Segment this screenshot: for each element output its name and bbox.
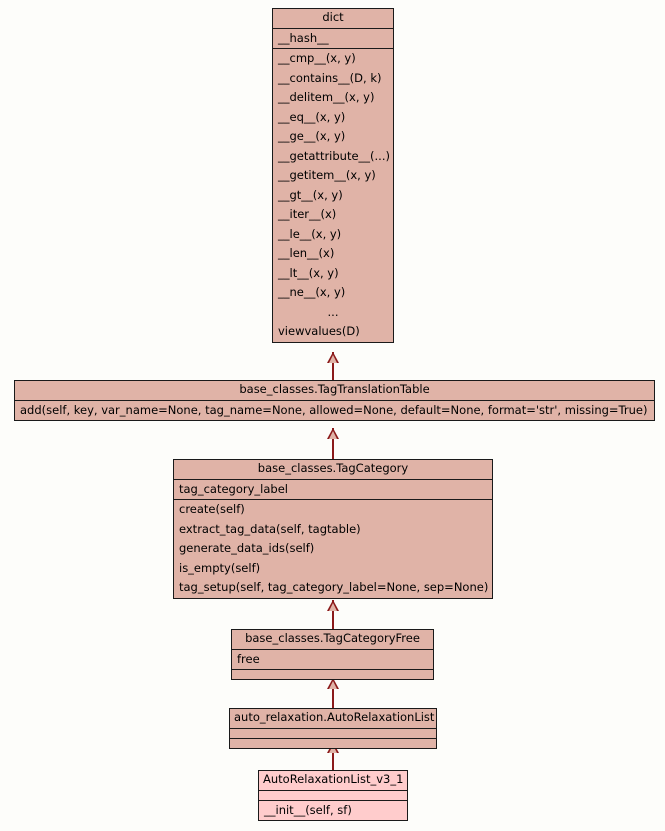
class-name-autorelaxationlist: auto_relaxation.AutoRelaxationList	[230, 709, 436, 729]
operation-row: is_empty(self)	[179, 560, 261, 575]
edge-autorelaxationlist-to-tagcategoryfree	[332, 678, 334, 708]
edge-tagtranslationtable-to-dict	[332, 352, 334, 382]
operation-row: extract_tag_data(self, tagtable)	[179, 521, 361, 536]
operation-row: __gt__(x, y)	[278, 187, 343, 202]
class-attributes-tagcategoryfree: free	[232, 650, 433, 670]
operation-row: __delitem__(x, y)	[278, 90, 375, 104]
operation-row: __contains__(D, k)	[278, 70, 382, 85]
class-box-autorelaxationlist[interactable]: auto_relaxation.AutoRelaxationList	[229, 708, 437, 749]
class-name-autorelaxationlist-v3-1: AutoRelaxationList_v3_1	[259, 771, 407, 791]
class-attributes-autorelaxationlist	[230, 729, 436, 739]
arrowhead-tagtranslationtable	[327, 428, 339, 439]
class-operations-autorelaxationlist	[230, 739, 436, 748]
operation-row: __ne__(x, y)	[278, 285, 346, 299]
operation-row: tag_setup(self, tag_category_label=None,…	[179, 580, 489, 594]
attribute-row-empty	[259, 791, 407, 800]
class-operations-tagtranslationtable: add(self, key, var_name=None, tag_name=N…	[15, 401, 654, 421]
class-box-tagtranslationtable[interactable]: base_classes.TagTranslationTable add(sel…	[14, 380, 655, 421]
operation-row: add(self, key, var_name=None, tag_name=N…	[20, 402, 648, 417]
class-attributes-dict: __hash__	[273, 29, 393, 49]
edge-tagcategory-to-tagtranslationtable	[332, 428, 334, 460]
operation-row-empty	[232, 670, 433, 679]
class-attributes-tagcategory: tag_category_label	[174, 480, 492, 500]
class-box-tagcategoryfree[interactable]: base_classes.TagCategoryFree free	[231, 629, 434, 680]
operation-row: __lt__(x, y)	[278, 265, 339, 280]
class-name-tagcategory: base_classes.TagCategory	[174, 460, 492, 480]
operation-row: __le__(x, y)	[278, 226, 342, 241]
class-operations-tagcategoryfree	[232, 670, 433, 679]
operation-row: __cmp__(x, y)	[278, 51, 356, 65]
class-box-tagcategory[interactable]: base_classes.TagCategory tag_category_la…	[173, 459, 493, 599]
operation-row: generate_data_ids(self)	[179, 541, 315, 555]
arrowhead-tagcategory	[327, 600, 339, 611]
class-name-tagtranslationtable: base_classes.TagTranslationTable	[15, 381, 654, 401]
operation-row: __ge__(x, y)	[278, 129, 346, 143]
attribute-row-empty	[230, 729, 436, 738]
attribute-row: tag_category_label	[179, 481, 288, 496]
class-attributes-autorelaxationlist-v3-1	[259, 791, 407, 801]
operation-row: __eq__(x, y)	[278, 109, 346, 124]
class-box-autorelaxationlist-v3-1[interactable]: AutoRelaxationList_v3_1 __init__(self, s…	[258, 770, 408, 821]
operation-row: viewvalues(D)	[278, 324, 360, 338]
arrowhead-tagcategoryfree	[327, 678, 339, 689]
attribute-row: __hash__	[278, 30, 329, 45]
operation-row: __getattribute__(...)	[278, 148, 390, 163]
attribute-row: free	[237, 651, 260, 666]
operation-row-empty	[230, 739, 436, 748]
class-operations-autorelaxationlist-v3-1: __init__(self, sf)	[259, 801, 407, 821]
arrowhead-dict	[327, 352, 339, 363]
class-operations-tagcategory: create(self) extract_tag_data(self, tagt…	[174, 500, 492, 598]
class-name-tagcategoryfree: base_classes.TagCategoryFree	[232, 630, 433, 650]
operation-row: __iter__(x)	[278, 207, 337, 221]
class-name-dict: dict	[273, 9, 393, 29]
operation-row: __len__(x)	[278, 246, 335, 260]
class-box-dict[interactable]: dict __hash__ __cmp__(x, y) __contains__…	[272, 8, 394, 343]
operation-row: __init__(self, sf)	[264, 802, 352, 817]
edge-autorelaxationlistv31-to-autorelaxationlist	[332, 742, 334, 770]
operation-ellipsis: ...	[327, 304, 339, 319]
edge-tagcategoryfree-to-tagcategory	[332, 600, 334, 630]
class-operations-dict: __cmp__(x, y) __contains__(D, k) __delit…	[273, 49, 393, 342]
operation-row: __getitem__(x, y)	[278, 168, 376, 182]
operation-row: create(self)	[179, 502, 245, 516]
